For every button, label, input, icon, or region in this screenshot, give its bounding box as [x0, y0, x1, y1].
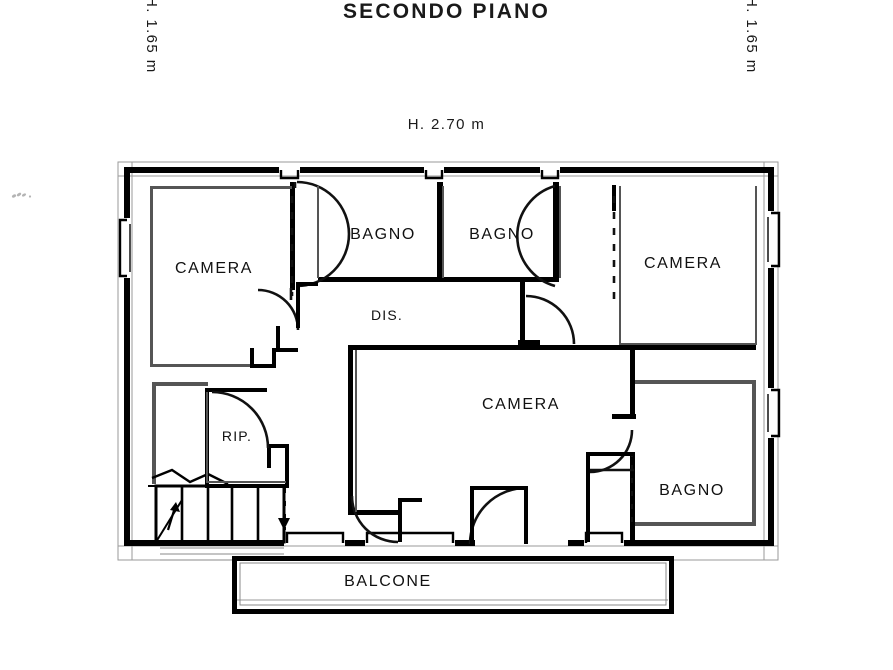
balcony-inner-line	[239, 562, 667, 606]
stair-treads	[180, 486, 260, 542]
room-label-camera-top-left: CAMERA	[174, 260, 254, 277]
ceiling-height-center-label: H. 2.70 m	[407, 116, 486, 133]
inner-room-outlines	[206, 186, 757, 512]
stair-break-line	[151, 468, 229, 486]
balcony-outline	[232, 556, 674, 614]
room-label-camera-bottom: CAMERA	[481, 396, 561, 413]
room-label-bagno-top-right: BAGNO	[469, 226, 535, 243]
wall-jogs	[276, 282, 634, 544]
room-label-ripostiglio: RIP.	[221, 428, 253, 444]
room-label-camera-top-right: CAMERA	[643, 255, 723, 272]
window-openings	[118, 170, 781, 543]
scan-smudge-artifact	[11, 192, 32, 198]
room-label-balcone: BALCONE	[344, 573, 432, 590]
room-label-disimpegno: DIS.	[370, 307, 404, 323]
room-label-bagno-top-left: BAGNO	[350, 226, 416, 243]
page-title: SECONDO PIANO	[342, 0, 551, 23]
dashed-opening-lines	[284, 196, 633, 530]
staircase	[148, 468, 290, 561]
room-label-bagno-bottom-right: BAGNO	[659, 482, 725, 499]
stair-direction-arrow	[166, 492, 290, 531]
